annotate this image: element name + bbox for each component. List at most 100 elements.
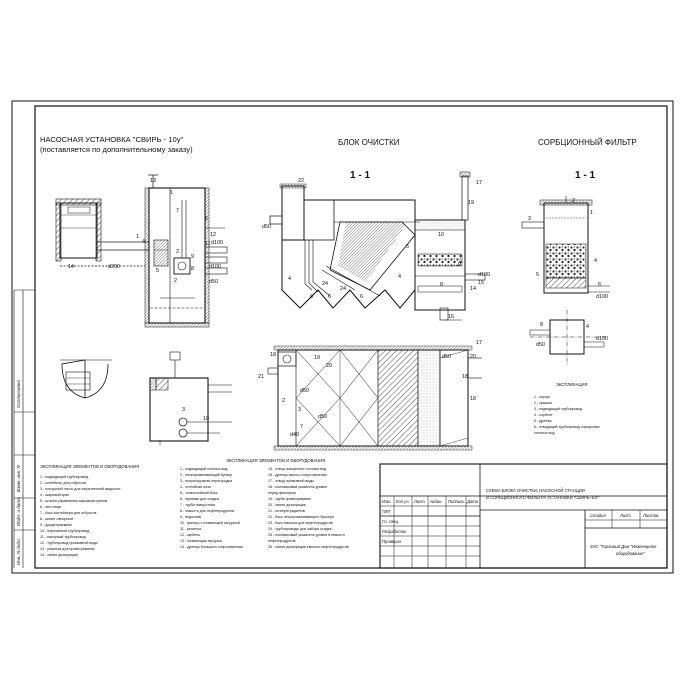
stage-header: Стадия xyxy=(590,513,606,518)
svg-text:19: 19 xyxy=(468,200,474,206)
svg-text:16 - дренаж малого сопротивлен: 16 - дренаж малого сопротивления xyxy=(268,473,327,477)
svg-text:4: 4 xyxy=(398,274,401,280)
pump-subtitle: (поставляется по дополнительному заказу) xyxy=(40,145,193,154)
svg-text:d100: d100 xyxy=(209,264,221,270)
svg-text:1: 1 xyxy=(590,210,593,216)
block-section-labels: 22 17 d50 19 10 5 4 4 6 6 24 24 6 9 8 14… xyxy=(262,178,490,320)
pump-legend: ЭКСПЛИКАЦИЯ ЭЛЕМЕНТОВ И ОБОРУДОВАНИЯ 1 -… xyxy=(40,464,139,557)
svg-text:24: 24 xyxy=(340,286,346,292)
svg-text:17 - отвод промывной воды: 17 - отвод промывной воды xyxy=(268,479,314,483)
svg-text:2: 2 xyxy=(174,278,177,284)
svg-text:5: 5 xyxy=(406,244,409,250)
svg-text:5 - тонкослойный блок: 5 - тонкослойный блок xyxy=(180,491,218,495)
svg-text:14: 14 xyxy=(68,264,74,270)
svg-text:11 - решетка: 11 - решетка xyxy=(180,527,201,531)
svg-text:20 - линия дезаэрации: 20 - линия дезаэрации xyxy=(268,503,306,507)
svg-text:5 - дренаж: 5 - дренаж xyxy=(534,419,552,423)
drawing-description-line2: И СОРБЦИОННОГО ФИЛЬТРА УСТАНОВКИ "СВИРЬ-… xyxy=(486,495,600,500)
svg-text:2: 2 xyxy=(572,198,575,204)
role-checked: Проверил xyxy=(382,539,402,544)
margin-stamp: Инв. N подл. Подп. и дата Взам. инв. N С… xyxy=(13,289,35,568)
svg-text:18: 18 xyxy=(270,352,276,358)
svg-text:8 - емкость для нефтепродуктов: 8 - емкость для нефтепродуктов xyxy=(180,509,234,513)
outer-frame xyxy=(11,100,674,574)
svg-text:18: 18 xyxy=(470,396,476,402)
svg-text:22 - бокс пескоулавливающего б: 22 - бокс пескоулавливающего бункера xyxy=(268,515,334,519)
svg-text:d50: d50 xyxy=(262,224,271,230)
svg-text:12 - трубопровод промывной вод: 12 - трубопровод промывной воды xyxy=(40,541,98,545)
svg-text:6 - приямки для осадка: 6 - приямки для осадка xyxy=(180,497,219,501)
svg-text:d50: d50 xyxy=(209,279,218,285)
svg-text:3 - полупогружная перегородка: 3 - полупогружная перегородка xyxy=(180,479,232,483)
svg-text:1 - подводящий трубопровод: 1 - подводящий трубопровод xyxy=(40,475,89,479)
svg-text:7 - бокс контейнера для отброс: 7 - бокс контейнера для отбросов xyxy=(40,511,96,515)
svg-text:9 - водослив: 9 - водослив xyxy=(180,515,201,519)
svg-text:4 - сорбент: 4 - сорбент xyxy=(534,413,553,417)
svg-text:сточных вод: сточных вод xyxy=(534,431,555,435)
svg-text:18 - поплавковый указатель уро: 18 - поплавковый указатель уровня xyxy=(268,485,327,489)
svg-text:20: 20 xyxy=(470,354,476,360)
block-plan-labels: 18 17 20 18 19 20 21 d50 2 3 d50 7 d40 d… xyxy=(258,340,482,438)
svg-text:8: 8 xyxy=(440,282,443,288)
svg-text:17: 17 xyxy=(476,340,482,346)
svg-text:24 - трубопроводы для забора о: 24 - трубопроводы для забора осадка xyxy=(268,527,331,531)
column-count: Кол.уч. xyxy=(396,499,410,504)
svg-text:d50: d50 xyxy=(536,342,545,348)
svg-text:7: 7 xyxy=(300,424,303,430)
pump-plan-drawing xyxy=(60,351,232,445)
svg-text:7: 7 xyxy=(176,208,179,214)
svg-text:8 - шланг напорный: 8 - шланг напорный xyxy=(40,517,73,521)
drawing-description-line1: СХЕМА БЛОКА ОЧИСТКИ, НАСОСНОЙ СТАНЦИИ xyxy=(486,488,585,493)
svg-text:d100: d100 xyxy=(596,294,608,300)
svg-text:1: 1 xyxy=(170,190,173,196)
svg-text:перед фильтром: перед фильтром xyxy=(268,491,296,495)
block-title: БЛОК ОЧИСТКИ xyxy=(338,138,400,147)
block-section-mark: 1 - 1 xyxy=(350,170,370,181)
filter-section-labels: 2 1 3 4 5 6 d100 xyxy=(528,198,608,300)
inner-frame xyxy=(34,105,668,569)
svg-text:6: 6 xyxy=(328,294,331,300)
svg-text:7 - труба поворотная: 7 - труба поворотная xyxy=(180,503,215,507)
block-legend-title: ЭКСПЛИКАЦИЯ ЭЛЕМЕНТОВ И ОБОРУДОВАНИЯ xyxy=(226,458,325,463)
svg-text:2 - контейнер для отбросов: 2 - контейнер для отбросов xyxy=(40,481,86,485)
svg-text:3: 3 xyxy=(298,407,301,413)
filter-title: СОРБЦИОННЫЙ ФИЛЬТР xyxy=(538,138,637,147)
svg-text:4: 4 xyxy=(142,239,145,245)
margin-replace-label: Взам. инв. N xyxy=(16,465,21,492)
svg-text:13 - плавающая загрузка: 13 - плавающая загрузка xyxy=(180,539,222,543)
column-date: Дата xyxy=(466,499,479,504)
margin-approved-label: Согласовано xyxy=(16,380,21,408)
svg-text:2 - пескоулавливающий бункер: 2 - пескоулавливающий бункер xyxy=(180,473,232,477)
filter-legend-title: ЭКСПЛИКАЦИЯ xyxy=(556,382,588,387)
svg-text:1 - корпус: 1 - корпус xyxy=(534,395,551,399)
pump-section-drawing xyxy=(55,174,228,328)
svg-text:5 - штанга управления шаровым: 5 - штанга управления шаровым краном xyxy=(40,499,108,503)
svg-text:24: 24 xyxy=(322,281,328,287)
svg-text:6: 6 xyxy=(598,282,601,288)
svg-text:5: 5 xyxy=(536,272,539,278)
svg-text:6 - лестница: 6 - лестница xyxy=(40,505,61,509)
svg-text:11: 11 xyxy=(205,241,211,247)
pump-title: НАСОСНАЯ УСТАНОВКА "СВИРЬ - 10у" xyxy=(40,135,184,144)
pump-section-labels: 13 1 7 6 4 1 12 2 11 9 8 5 14 2 d100 d10… xyxy=(68,178,223,422)
column-doc: №док. xyxy=(430,499,442,504)
svg-text:18: 18 xyxy=(462,374,468,380)
svg-text:2: 2 xyxy=(176,249,179,255)
column-sheet: Лист xyxy=(413,499,425,504)
pump-legend-title: ЭКСПЛИКАЦИЯ ЭЛЕМЕНТОВ И ОБОРУДОВАНИЯ xyxy=(40,464,139,469)
company-line1: ЗАО "Торговый Дом "Инженерное xyxy=(590,544,657,549)
svg-text:1 - подводящий сточных вод: 1 - подводящий сточных вод xyxy=(180,467,228,471)
svg-text:11 - напорный трубопровод: 11 - напорный трубопровод xyxy=(40,535,87,539)
block-plan-drawing xyxy=(267,345,482,451)
block-legend: ЭКСПЛИКАЦИЯ ЭЛЕМЕНТОВ И ОБОРУДОВАНИЯ 1 -… xyxy=(180,458,349,549)
svg-text:1: 1 xyxy=(136,234,139,240)
svg-text:10 - фильтр с плавающей загруз: 10 - фильтр с плавающей загрузкой xyxy=(180,521,240,525)
svg-text:9 - дождеприемник: 9 - дождеприемник xyxy=(40,523,72,527)
svg-text:нефтепродуктов: нефтепродуктов xyxy=(268,539,295,543)
svg-text:10 - переливной трубопровод: 10 - переливной трубопровод xyxy=(40,529,90,533)
svg-text:22: 22 xyxy=(298,178,304,184)
svg-text:4: 4 xyxy=(288,276,291,282)
svg-text:4: 4 xyxy=(594,258,597,264)
svg-text:5: 5 xyxy=(156,268,159,274)
